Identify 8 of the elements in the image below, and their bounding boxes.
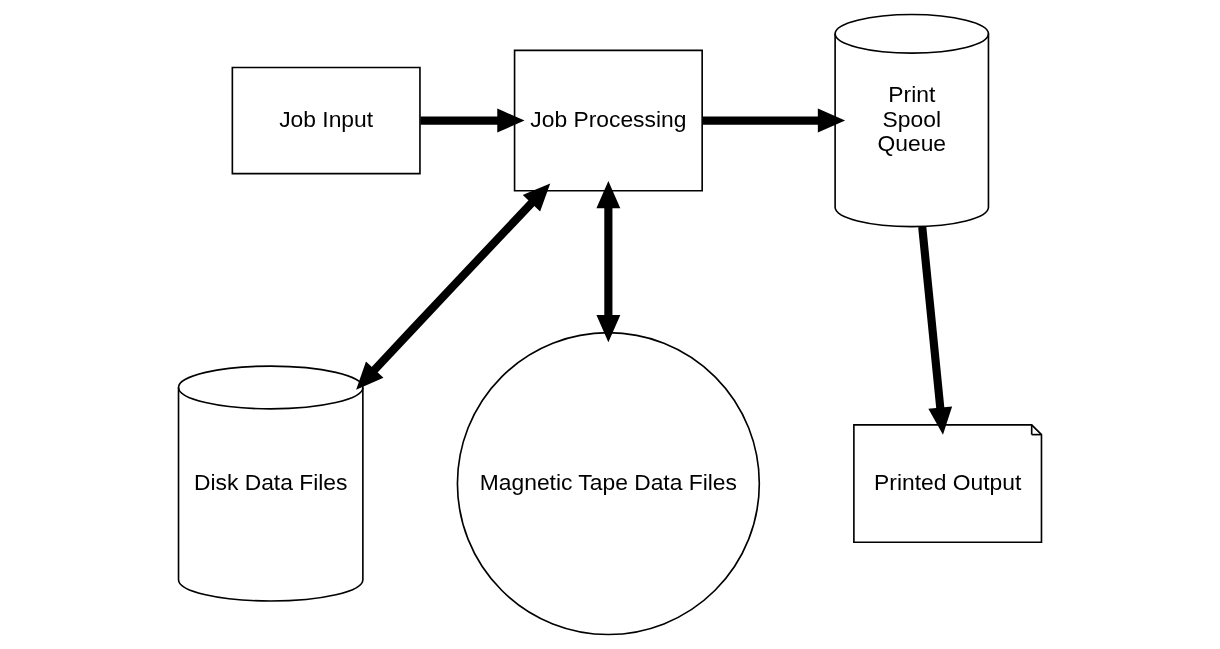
arrow	[702, 108, 846, 133]
node-box: Job Processing	[513, 49, 703, 192]
arrow	[356, 183, 551, 390]
node-box: Job Input	[231, 66, 421, 175]
arrow	[596, 180, 621, 343]
arrow	[420, 108, 525, 133]
arrow	[918, 226, 953, 435]
node-circle: Magnetic Tape Data Files	[456, 331, 761, 636]
